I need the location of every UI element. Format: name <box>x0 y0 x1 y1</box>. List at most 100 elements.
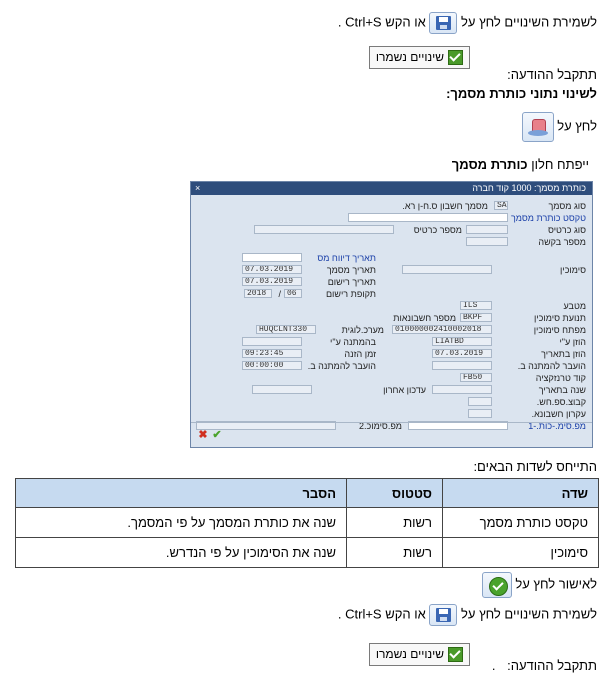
label-last-update: עדכון אחרון <box>383 385 426 395</box>
field-doc-type[interactable]: SA <box>494 201 508 210</box>
save-instruction-prefix: לשמירת השינויים לחץ על <box>461 14 597 30</box>
label-parked-by: בהמתנה ע"י <box>330 337 376 347</box>
cell-explanation: שנה את כותרת המסמך על פי המסמך. <box>15 507 347 538</box>
checkmark-icon <box>448 50 463 66</box>
label-posting-period: תקופת רישום <box>325 289 376 299</box>
save-instruction-suffix: או הקש Ctrl+S . <box>337 606 426 622</box>
field-request-number[interactable] <box>466 237 508 246</box>
label-transaction-code: קוד טרנזקציה <box>535 373 586 383</box>
field-card-type[interactable] <box>466 225 508 234</box>
label-ref-doc-num1: מפ.סימ.-כות.-1 <box>528 421 586 431</box>
ok-check-icon[interactable] <box>481 572 512 598</box>
label-moved-to-parking-by: הועבר להמתנה ב. <box>307 361 376 371</box>
message-label-2: תתקבל ההודעה: . <box>492 658 597 673</box>
table-row: טקסט כותרת מסמך רשות שנה את כותרת המסמך … <box>15 507 599 538</box>
label-entered-by: הוזן ע"י <box>559 337 586 347</box>
label-accounting-principle: עקרון חשבונא. <box>531 409 586 419</box>
window-body: סוג מסמך SA מסמך חשבון ס.ח-ן רא. טקסט כו… <box>191 195 592 431</box>
table-row: סימוכין רשות שנה את הסימוכין על פי הנדרש… <box>15 537 599 568</box>
field-entered-on[interactable]: 07.03.2019 <box>432 349 492 358</box>
message-label-1: תתקבל ההודעה: <box>507 67 597 82</box>
label-doc-type: סוג מסמך <box>548 201 586 211</box>
cell-field: טקסט כותרת מסמך <box>442 507 599 538</box>
save-icon[interactable] <box>429 12 458 34</box>
field-entered-by[interactable]: LIATBD <box>432 337 492 346</box>
field-currency[interactable]: ILS <box>460 301 492 310</box>
confirm-check-icon[interactable]: ✔ <box>212 429 222 441</box>
field-parking-time[interactable]: 00:00:00 <box>242 361 302 370</box>
cancel-icon[interactable]: ✖ <box>198 429 208 441</box>
field-transaction-code[interactable]: FB50 <box>460 373 492 382</box>
field-ref-transaction[interactable]: BKPF <box>460 313 492 322</box>
field-doc-date[interactable]: 07.03.2019 <box>242 265 302 274</box>
window-title: כותרת מסמך: 1000 קוד חברה <box>472 183 586 193</box>
close-icon[interactable]: × <box>195 183 201 193</box>
field-ref-doc-num2[interactable] <box>196 421 336 430</box>
label-ledger-group: קבוצ.ספ.חש. <box>536 397 586 407</box>
field-ref-key[interactable]: 010000002410002018 <box>392 325 492 334</box>
fields-table: שדה סטטוס הסבר טקסט כותרת מסמך רשות שנה … <box>15 478 599 568</box>
saved-message-text: שינויים נשמרו <box>375 50 444 64</box>
section-heading: לשינוי נתוני כותרת מסמך: <box>446 86 597 101</box>
label-tax-report-date: תאריך דיווח מס <box>317 253 376 263</box>
click-on-text: לחץ על <box>557 118 597 134</box>
field-accounting-principle[interactable] <box>468 409 492 418</box>
document-header-window: כותרת מסמך: 1000 קוד חברה × סוג מסמך SA … <box>190 181 593 448</box>
label-ref-key: מפתח סימוכין <box>533 325 586 335</box>
field-doc-header-text[interactable] <box>348 213 508 222</box>
header-status: סטטוס <box>346 478 443 508</box>
field-logical-system[interactable]: HUQCLNT330 <box>256 325 316 334</box>
field-parked-by[interactable] <box>242 337 302 346</box>
header-field: שדה <box>442 478 599 508</box>
field-card-number[interactable] <box>254 225 394 234</box>
document-header-hat-icon[interactable] <box>521 112 554 142</box>
save-instruction-prefix: לשמירת השינויים לחץ על <box>461 606 597 622</box>
field-entry-time[interactable]: 09:23:45 <box>242 349 302 358</box>
label-ref-doc-num2: מפ.סימוכ.2 <box>359 421 402 431</box>
field-ledger-group[interactable] <box>468 397 492 406</box>
opens-window-text: ייפתח חלון כותרת מסמך <box>452 157 589 172</box>
cell-status: רשות <box>346 537 443 568</box>
saved-message-text: שינויים נשמרו <box>375 647 444 661</box>
label-logical-system: מערכ.לוגית <box>341 325 384 335</box>
saved-message-box-1: שינויים נשמרו <box>368 46 470 70</box>
field-period-year[interactable]: 2018 <box>244 289 272 298</box>
opens-window-bold: כותרת מסמך <box>451 157 528 172</box>
field-posting-date[interactable]: 07.03.2019 <box>242 277 302 286</box>
label-change-year: שנה בתאריך <box>538 385 586 395</box>
field-change-year[interactable] <box>432 385 492 394</box>
label-doc-header-text: טקסט כותרת מסמך <box>511 213 586 223</box>
cell-field: סימוכין <box>442 537 599 568</box>
field-tax-report-date[interactable] <box>242 253 302 262</box>
header-explanation: הסבר <box>15 478 347 508</box>
label-currency: מטבע <box>563 301 587 311</box>
cell-status: רשות <box>346 507 443 538</box>
label-request-number: מספר בקשה <box>538 237 586 247</box>
opens-window-prefix: ייפתח חלון <box>531 157 589 172</box>
message-dots: . <box>491 658 496 673</box>
label-entry-time: זמן הזנה <box>344 349 376 359</box>
label-card-number: מספר כרטיס <box>413 225 462 235</box>
label-ref-transaction: תנועת סימוכין <box>534 313 586 323</box>
field-ref-doc-num1[interactable] <box>408 421 508 430</box>
save-icon[interactable] <box>429 604 458 626</box>
saved-message-box-2: שינויים נשמרו <box>368 643 470 667</box>
checkmark-icon <box>448 647 463 663</box>
field-period-month[interactable]: 06 <box>284 289 302 298</box>
field-last-update[interactable] <box>252 385 312 394</box>
refer-fields-label: התייחס לשדות הבאים: <box>473 459 597 474</box>
confirm-instruction-text: לאישור לחץ על <box>515 576 597 592</box>
cell-explanation: שנה את הסימוכין על פי הנדרש. <box>15 537 347 568</box>
click-hat-instruction: לחץ על <box>521 112 597 142</box>
label-doc-date: תאריך מסמך <box>326 265 376 275</box>
save-instruction-2: לשמירת השינויים לחץ על או הקש Ctrl+S . <box>338 604 597 626</box>
message-label-text: תתקבל ההודעה: <box>507 658 597 673</box>
label-entered-on: הוזן בתאריך <box>541 349 586 359</box>
field-reference[interactable] <box>402 265 492 274</box>
label-reference: סימוכין <box>560 265 586 275</box>
label-posting-date: תאריך רישום <box>327 277 376 287</box>
label-card-type: סוג כרטיס <box>547 225 586 235</box>
save-instruction-1: לשמירת השינויים לחץ על או הקש Ctrl+S . <box>338 12 597 34</box>
field-moved-to-parking[interactable] <box>432 361 492 370</box>
label-accounting-doc-no: מספר חשבונאות <box>393 313 456 323</box>
